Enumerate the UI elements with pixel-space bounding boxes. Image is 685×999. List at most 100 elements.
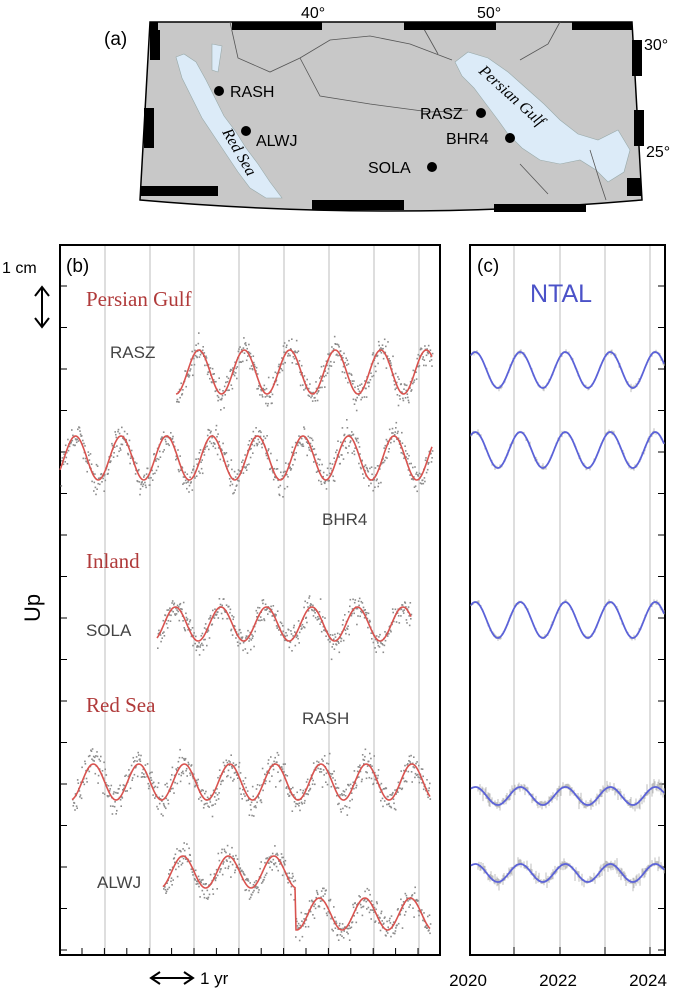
data-point [103,761,105,764]
data-point [372,489,374,492]
data-point [304,799,306,802]
data-point [247,351,250,353]
data-point [293,357,296,360]
data-point [355,784,358,787]
data-point [180,850,182,853]
data-point [325,488,328,490]
data-point [206,796,209,799]
data-point [182,848,184,850]
data-point [170,609,173,612]
data-point [325,374,327,377]
data-point [308,597,310,599]
data-point [153,786,155,789]
data-point [283,862,286,865]
data-point [410,462,412,465]
data-point [115,433,117,436]
data-point [199,472,201,474]
data-point [316,619,319,621]
data-point [305,919,308,921]
data-point [260,801,263,804]
data-point [416,365,419,368]
data-point [265,780,267,782]
data-point [402,612,405,614]
data-point [101,481,103,483]
ntal-band [470,428,665,471]
data-point [226,761,229,764]
data-point [228,857,231,859]
data-point [255,609,258,612]
data-point [230,876,232,878]
data-point [204,364,206,367]
data-point [381,920,383,922]
data-point [309,788,311,791]
data-point [370,900,373,902]
data-point [355,786,357,789]
data-point [126,433,129,435]
data-point [261,599,264,602]
data-point [190,364,193,366]
data-point [90,750,93,752]
data-point [306,778,309,781]
data-point [279,484,282,487]
data-point [113,452,115,454]
data-point [165,892,167,894]
data-point [318,617,320,620]
data-point [299,924,301,927]
data-point [88,770,91,773]
data-point [107,795,109,798]
data-point [205,628,207,630]
data-point [294,805,297,808]
data-point [175,868,177,871]
data-point [287,355,289,357]
data-point [309,787,312,790]
data-point [197,342,200,345]
data-point [341,923,344,925]
data-point [243,337,245,339]
data-point [356,607,359,610]
data-point [385,456,387,459]
data-point [216,888,218,890]
data-point [214,447,217,450]
data-point [408,462,411,465]
data-point [220,409,222,411]
data-point [195,883,198,885]
data-point [321,386,323,389]
data-point [358,776,360,778]
data-point [247,878,249,880]
data-point [147,782,149,785]
data-point [330,658,333,661]
data-point [352,906,355,909]
data-point [191,350,193,353]
data-point [242,459,244,462]
data-point [284,470,286,473]
red-sea-water [175,53,283,199]
data-point [362,758,364,761]
data-point [280,368,283,370]
data-point [363,396,366,398]
data-point [350,787,352,790]
data-point [245,799,248,802]
data-point [275,625,278,627]
data-point [169,869,172,871]
data-point [395,927,397,929]
data-point [222,390,224,392]
series-label-rash: RASH [302,709,349,728]
data-point [357,437,359,440]
data-point [381,797,384,800]
ntal-line [470,786,665,806]
data-point [246,464,249,466]
data-point [161,795,164,797]
data-point [321,380,324,382]
data-point [134,760,136,762]
data-point [212,442,215,444]
data-point [75,439,77,441]
data-point [237,350,240,353]
data-point [358,597,361,600]
data-point [292,786,294,789]
data-point [301,803,303,805]
data-point [254,885,257,887]
data-point [234,771,237,774]
data-point [399,440,401,442]
data-point [227,769,230,772]
data-point [334,779,336,782]
